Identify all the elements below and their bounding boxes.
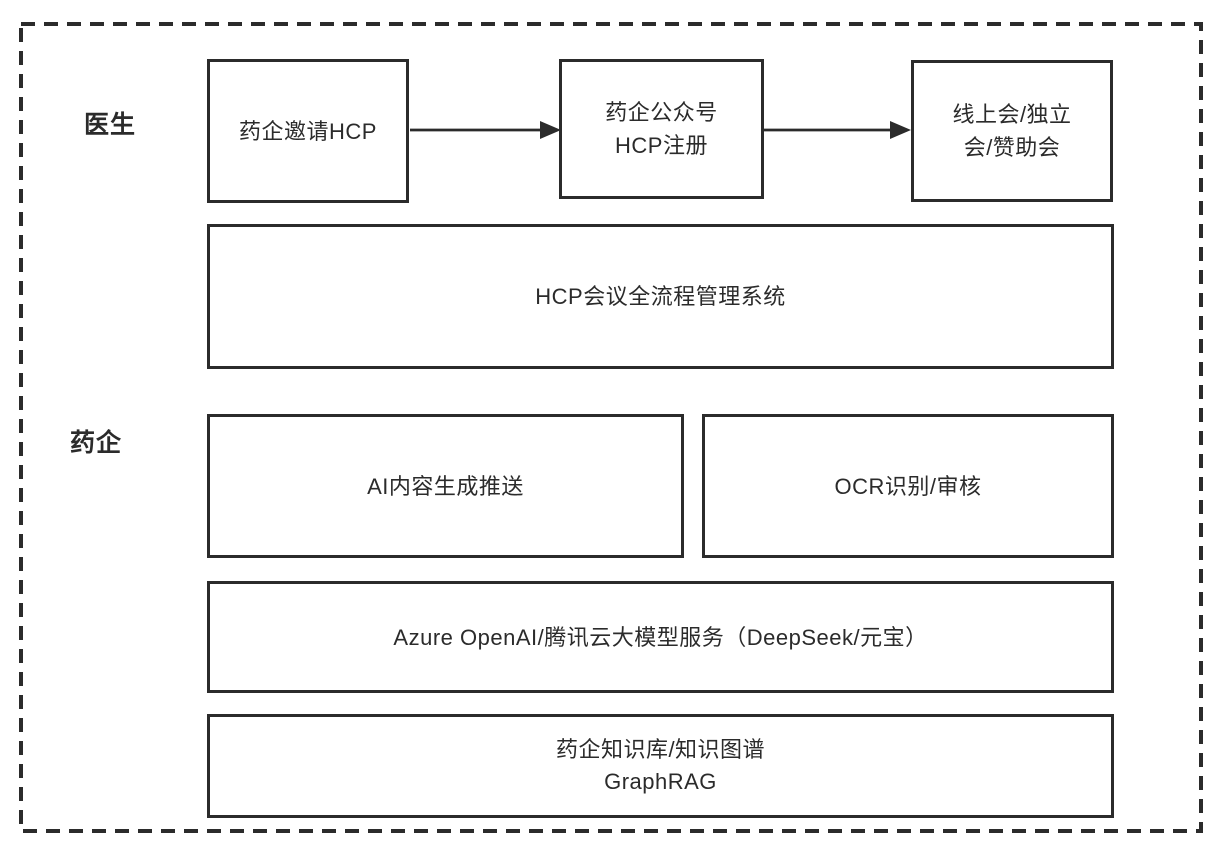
node-hcp-meeting-system-label: HCP会议全流程管理系统 bbox=[535, 284, 786, 309]
node-ocr-review-label: OCR识别/审核 bbox=[834, 473, 982, 499]
node-invite-hcp: 药企邀请HCP bbox=[207, 59, 409, 203]
node-knowledge-base-label-line2: GraphRAG bbox=[604, 769, 717, 794]
node-official-account-registration: 药企公众号 HCP注册 bbox=[559, 59, 764, 199]
node-registration-label-line1: 药企公众号 bbox=[605, 100, 718, 125]
lane-label-doctor: 医生 bbox=[84, 111, 137, 139]
node-hcp-meeting-system: HCP会议全流程管理系统 bbox=[207, 224, 1114, 369]
node-registration-label-line2: HCP注册 bbox=[615, 133, 708, 158]
arrow-register-to-meeting bbox=[764, 121, 911, 139]
node-ai-content-generation: AI内容生成推送 bbox=[207, 414, 684, 558]
node-llm-service: Azure OpenAI/腾讯云大模型服务（DeepSeek/元宝） bbox=[207, 581, 1114, 693]
node-ai-content-generation-label: AI内容生成推送 bbox=[367, 473, 524, 499]
lane-label-pharma: 药企 bbox=[70, 429, 123, 457]
node-meeting-label-line1: 线上会/独立 bbox=[952, 102, 1072, 127]
node-ocr-review: OCR识别/审核 bbox=[702, 414, 1114, 558]
arrow-invite-to-register bbox=[410, 121, 561, 139]
node-knowledge-base-label-line1: 药企知识库/知识图谱 bbox=[555, 737, 766, 763]
node-meeting-label-line2: 会/赞助会 bbox=[963, 135, 1061, 160]
node-meeting-types: 线上会/独立 会/赞助会 bbox=[911, 60, 1113, 202]
node-llm-service-label: Azure OpenAI/腾讯云大模型服务（DeepSeek/元宝） bbox=[393, 624, 928, 650]
node-invite-hcp-label: 药企邀请HCP bbox=[239, 118, 377, 144]
node-knowledge-base: 药企知识库/知识图谱 GraphRAG bbox=[207, 714, 1114, 818]
